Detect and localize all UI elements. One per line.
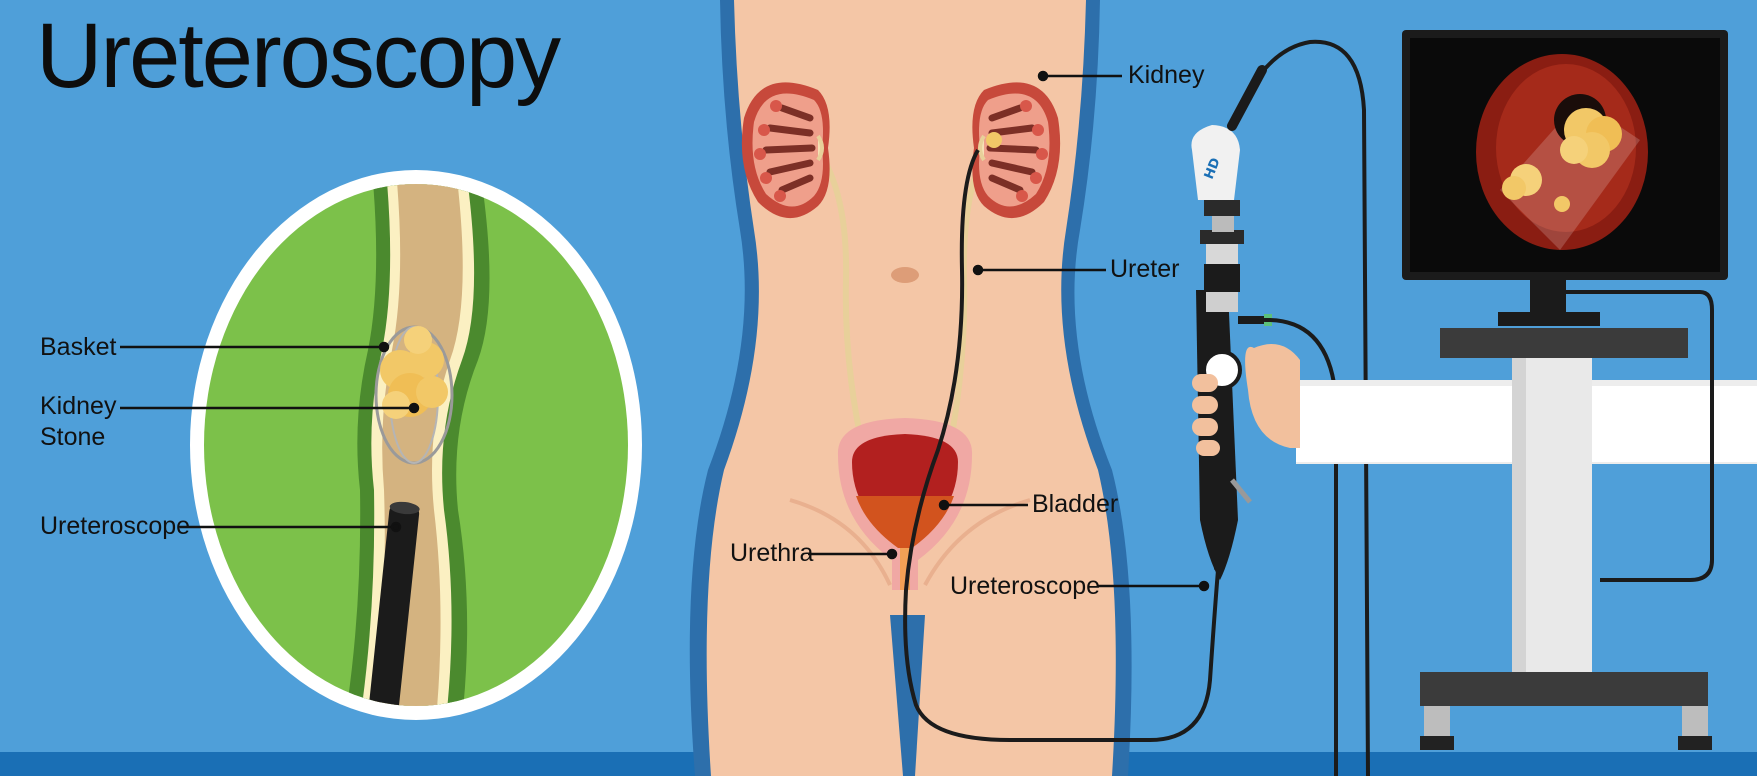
- monitor-endoscopic-view: [1476, 54, 1648, 250]
- label-kidney: Kidney: [1128, 60, 1204, 91]
- monitor: [1402, 30, 1728, 280]
- label-ureteroscope-main: Ureteroscope: [950, 571, 1100, 602]
- page-title: Ureteroscopy: [36, 10, 559, 102]
- label-urethra: Urethra: [730, 538, 813, 569]
- kidney-stone-in-kidney: [986, 132, 1002, 148]
- label-basket: Basket: [40, 332, 116, 363]
- label-bladder: Bladder: [1032, 489, 1118, 520]
- label-kidney-stone: Kidney Stone: [40, 391, 116, 454]
- label-ureter: Ureter: [1110, 254, 1179, 285]
- label-ureteroscope-inset: Ureteroscope: [40, 511, 190, 542]
